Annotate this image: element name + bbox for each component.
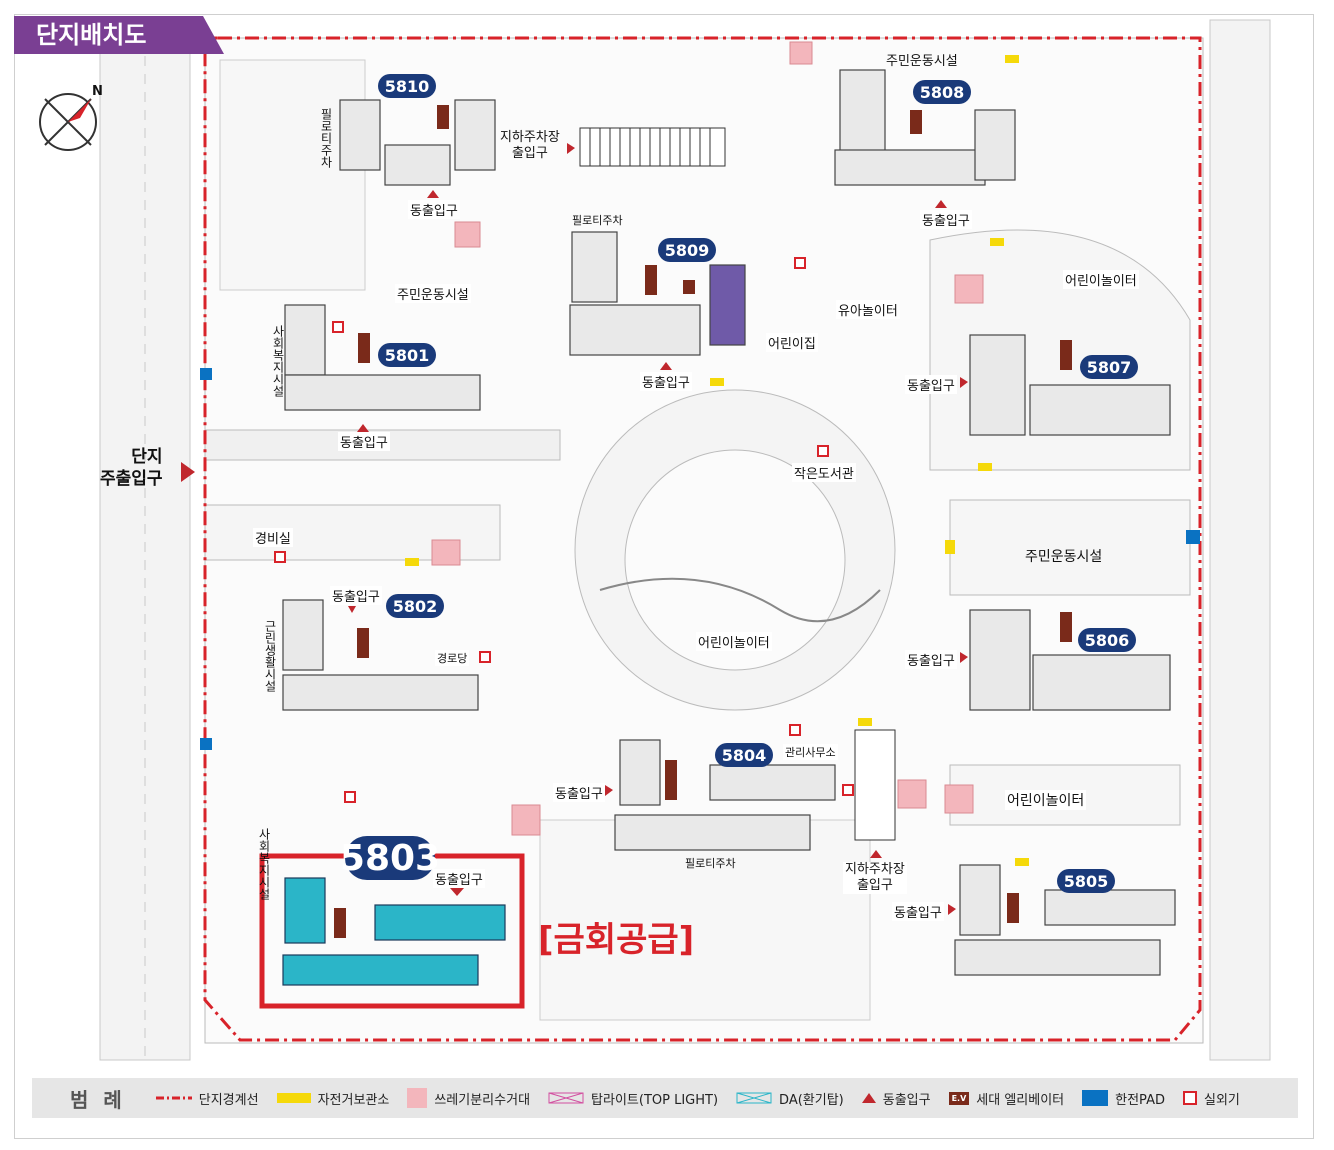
legend-item-entrance: 동출입구	[861, 1089, 931, 1108]
entrance-5809-label: 동출입구	[640, 372, 692, 391]
legend-label-toplight: 탑라이트(TOP LIGHT)	[591, 1092, 719, 1108]
entrance-5804-label: 동출입구	[553, 783, 605, 802]
piloti-parking-3-label: 필로티주차	[685, 857, 736, 870]
ventilation-tower-icon	[736, 1092, 772, 1104]
legend-label-entrance: 동출입구	[882, 1092, 931, 1108]
entrance-5810-label: 동출입구	[408, 200, 460, 219]
legend-item-ev: E.V 세대 엘리베이터	[948, 1089, 1065, 1108]
social-welfare-label-1: 사회복지시설	[271, 325, 285, 397]
entrance-5806-label: 동출입구	[905, 650, 957, 669]
small-library-label: 작은도서관	[792, 463, 856, 482]
building-5803-badge[interactable]: 5803	[339, 836, 441, 880]
map-title: 단지배치도	[14, 16, 224, 54]
legend-label-ev: 세대 엘리베이터	[976, 1092, 1065, 1108]
building-5801-badge[interactable]: 5801	[378, 343, 436, 367]
legend-item-kepco: 한전PAD	[1082, 1089, 1165, 1108]
guard-room-label: 경비실	[253, 528, 293, 547]
entrance-5805-label: 동출입구	[892, 902, 944, 921]
social-welfare-label-2: 사회복지시설	[257, 828, 271, 900]
community-gym-top-label: 주민운동시설	[886, 54, 958, 69]
entrance-5801-label: 동출입구	[338, 432, 390, 451]
neighborhood-facility-label: 근린생활시설	[263, 620, 277, 692]
underground-parking-entrance-2-label: 지하주차장 출입구	[843, 862, 907, 894]
building-5806-badge[interactable]: 5806	[1078, 628, 1136, 652]
underground-parking-entrance-1-label: 지하주차장 출입구	[500, 130, 560, 161]
toplight-icon	[548, 1092, 584, 1104]
kepco-pad-icon	[1082, 1090, 1109, 1106]
entrance-5803-label: 동출입구	[433, 869, 485, 888]
entrance-triangle-icon	[861, 1093, 876, 1103]
legend-label-da: DA(환기탑)	[779, 1092, 844, 1108]
boundary-line-icon	[155, 1096, 192, 1100]
senior-center-label: 경로당	[435, 650, 470, 666]
legend-label-outdoor-unit: 실외기	[1203, 1092, 1240, 1108]
daycare-label: 어린이집	[766, 333, 818, 352]
legend-item-boundary: 단지경계선	[155, 1089, 259, 1108]
building-5805-badge[interactable]: 5805	[1057, 869, 1115, 893]
legend-label-bike: 자전거보관소	[317, 1092, 390, 1108]
legend-item-bike: 자전거보관소	[276, 1089, 390, 1108]
playground-3-label: 어린이놀이터	[1005, 790, 1087, 810]
legend-label-boundary: 단지경계선	[198, 1092, 259, 1108]
legend-item-da: DA(환기탑)	[736, 1089, 844, 1108]
legend-title: 범 례	[70, 1087, 126, 1112]
building-5802-badge[interactable]: 5802	[386, 594, 444, 618]
legend-item-outdoor-unit: 실외기	[1182, 1089, 1240, 1108]
management-office-label: 관리사무소	[783, 744, 838, 760]
community-gym-mid-label: 주민운동시설	[395, 284, 471, 303]
entrance-5802-label: 동출입구	[330, 586, 382, 605]
recycle-icon	[407, 1088, 428, 1108]
toddler-playground-label: 유아놀이터	[836, 300, 900, 319]
building-5807-badge[interactable]: 5807	[1080, 355, 1138, 379]
piloti-parking-1-label: 필로티주차	[572, 214, 623, 227]
legend-label-kepco: 한전PAD	[1115, 1092, 1165, 1108]
building-5808-badge[interactable]: 5808	[913, 80, 971, 104]
playground-2-label: 어린이놀이터	[696, 632, 772, 651]
building-5810-badge[interactable]: 5810	[378, 74, 436, 98]
compass-north-label: N	[92, 84, 103, 99]
current-supply-label: [금회공급]	[538, 920, 695, 960]
main-entrance-label: 단지 주출입구	[100, 447, 163, 489]
piloti-parking-2-label: 필로티주차	[319, 108, 333, 168]
playground-1-label: 어린이놀이터	[1063, 270, 1139, 289]
elevator-icon: E.V	[948, 1091, 970, 1105]
map-frame	[14, 14, 1314, 1139]
building-5804-badge[interactable]: 5804	[715, 743, 773, 767]
entrance-5807-label: 동출입구	[905, 375, 957, 394]
legend-label-trash: 쓰레기분리수거대	[434, 1092, 531, 1108]
legend: 범 례 단지경계선 자전거보관소 쓰레기분리수거대 탑라이트(TOP LIGHT…	[32, 1078, 1298, 1118]
legend-item-toplight: 탑라이트(TOP LIGHT)	[548, 1089, 718, 1108]
legend-item-trash: 쓰레기분리수거대	[407, 1088, 530, 1108]
building-5809-badge[interactable]: 5809	[658, 238, 716, 262]
outdoor-unit-icon	[1182, 1091, 1197, 1105]
entrance-5808-label: 동출입구	[920, 210, 972, 229]
bicycle-icon	[276, 1093, 311, 1103]
community-gym-right-label: 주민운동시설	[1025, 549, 1103, 565]
